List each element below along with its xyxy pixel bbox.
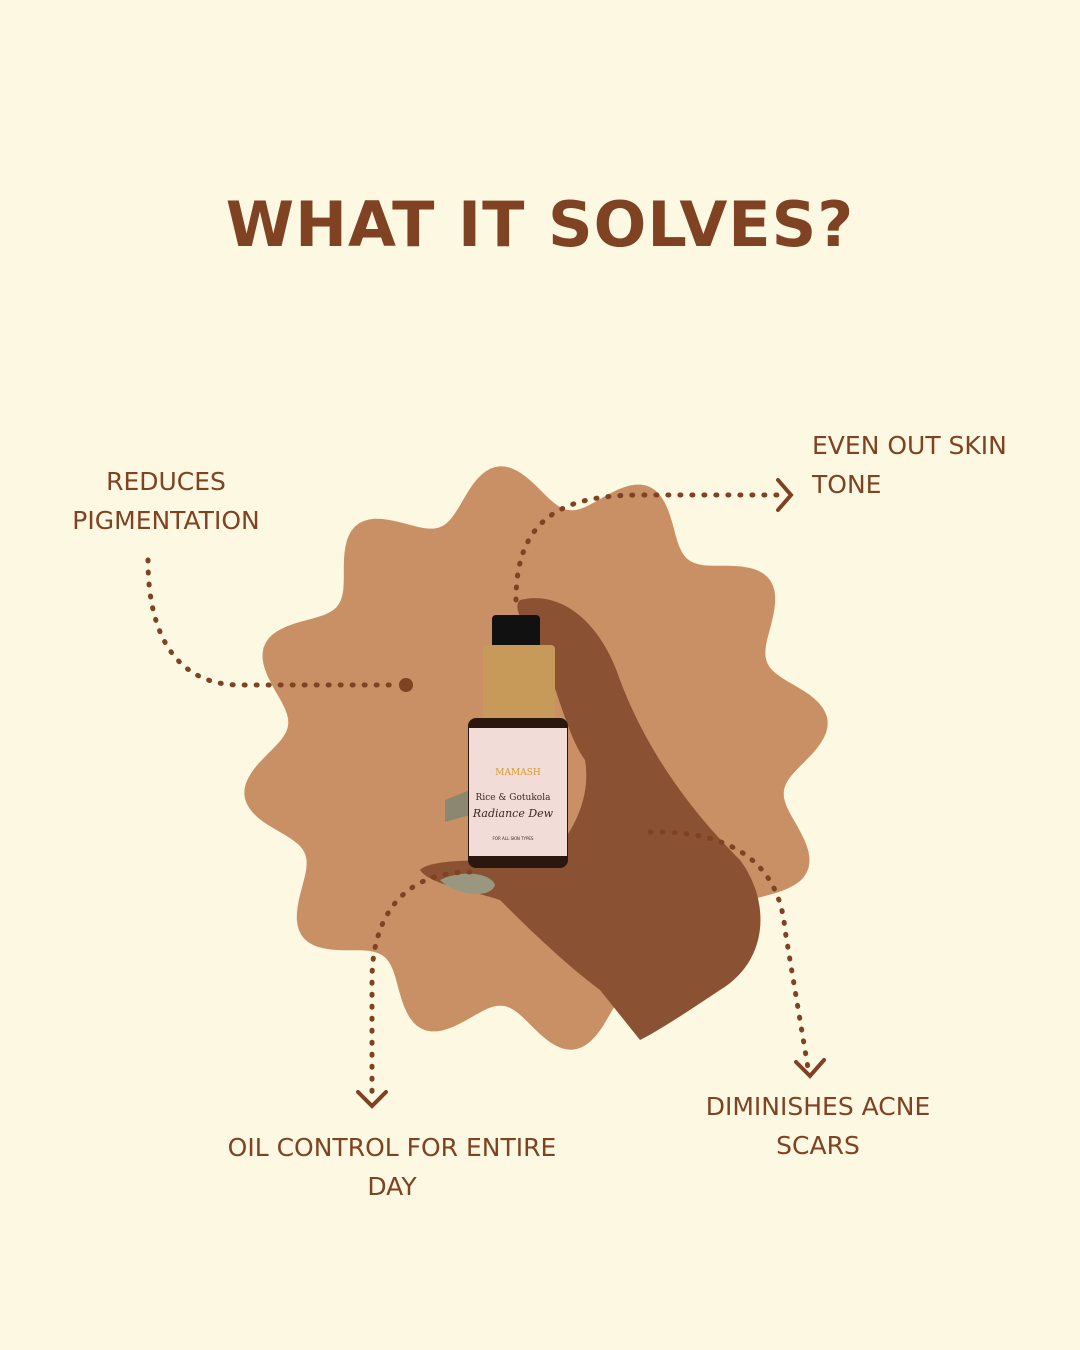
benefit-even-skin-tone: EVEN OUT SKIN TONE	[812, 426, 1007, 504]
benefit-line: PIGMENTATION	[72, 506, 260, 535]
benefit-oil-control: OIL CONTROL FOR ENTIRE DAY	[192, 1128, 592, 1206]
benefit-line: DAY	[367, 1172, 417, 1201]
product-name: Rice & Gotukola	[476, 793, 552, 803]
page-title: WHAT IT SOLVES?	[225, 188, 855, 261]
hand-image	[420, 598, 761, 1040]
benefit-line: DIMINISHES ACNE	[705, 1092, 931, 1121]
benefit-line: REDUCES	[106, 467, 226, 496]
arrowhead-right-icon	[776, 478, 794, 512]
arrowhead-down-icon	[356, 1090, 388, 1109]
benefit-reduces-pigmentation: REDUCES PIGMENTATION	[40, 462, 292, 540]
benefit-acne-scars: DIMINISHES ACNE SCARS	[678, 1087, 958, 1165]
benefit-line: SCARS	[776, 1131, 860, 1160]
arrow-acne-scars	[647, 829, 811, 1071]
arrowhead-down-icon	[794, 1058, 826, 1079]
arrow-oil-control	[369, 869, 473, 1101]
serum-bottle-image: MAMASH Rice & Gotukola Radiance Dew FOR …	[468, 615, 568, 868]
benefit-line: TONE	[812, 470, 882, 499]
arrow-skin-tone	[513, 492, 783, 603]
product-subname: Radiance Dew	[472, 807, 554, 820]
product-fine-print: FOR ALL SKIN TYPES	[493, 836, 534, 841]
benefit-line: EVEN OUT SKIN	[812, 431, 1007, 460]
product-brand: MAMASH	[495, 768, 541, 778]
benefit-line: OIL CONTROL FOR ENTIRE	[227, 1133, 557, 1162]
arrow-dot	[399, 678, 413, 692]
